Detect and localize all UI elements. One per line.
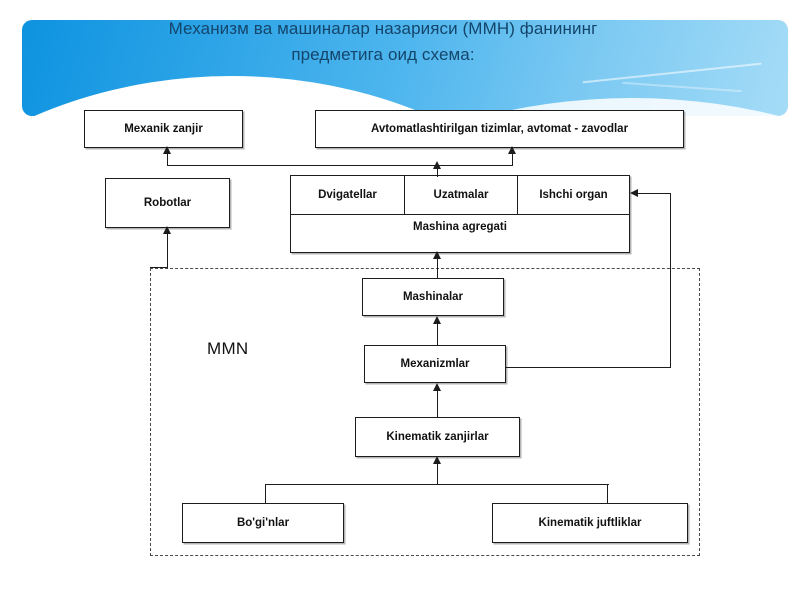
node-kinematik-zanjirlar-label: Kinematik zanjirlar: [386, 431, 489, 443]
node-robotlar-label: Robotlar: [143, 197, 192, 209]
node-mexanik-zanjir-label: Mexanik zanjir: [124, 123, 203, 135]
connector-bus-to-kinematik-zanjirlar: [436, 462, 438, 485]
connector-feedback-upper: [638, 193, 671, 195]
connector-top-bus: [167, 165, 513, 167]
arrow-up-icon-grid-to-bus: [432, 161, 441, 169]
connector-robotlar-riser: [166, 232, 168, 268]
node-mexanik-zanjir[interactable]: Mexanik zanjir: [84, 110, 243, 148]
node-ishchi-organ-label: Ishchi organ: [539, 189, 608, 201]
node-avtomatlashtirilgan[interactable]: Avtomatlashtirilgan tizimlar, avtomat - …: [315, 110, 684, 148]
arrow-up-icon-mexanik-zanjir: [162, 146, 171, 154]
node-kinematik-juftliklar-label: Kinematik juftliklar: [538, 517, 642, 529]
node-bo-gi-nlar-label: Bo'gi'nlar: [236, 517, 290, 529]
mmn-scope-region: [150, 268, 700, 556]
arrow-up-icon-mashinalar-to-agregati: [432, 251, 441, 259]
node-kinematik-juftliklar[interactable]: Kinematik juftliklar: [492, 503, 688, 543]
node-kinematik-zanjirlar[interactable]: Kinematik zanjirlar: [355, 417, 520, 457]
node-mashina-agregati-label: Mashina agregati: [413, 221, 507, 233]
node-uzatmalar[interactable]: Uzatmalar: [405, 176, 518, 215]
node-dvigatellar-label: Dvigatellar: [318, 189, 377, 201]
connector-mexanizmlar-to-mashinalar: [436, 322, 438, 346]
arrow-up-icon-bus-to-kinematik-zanjirlar: [432, 456, 441, 464]
node-mexanizmlar-label: Mexanizmlar: [400, 358, 470, 370]
connector-robotlar-foot: [150, 267, 168, 269]
node-bo-gi-nlar[interactable]: Bo'gi'nlar: [182, 503, 344, 543]
arrow-left-icon-feedback-to-ishchi-organ: [630, 189, 638, 197]
banner-streak-secondary-icon: [622, 81, 742, 93]
connector-grid-to-bus: [436, 165, 438, 177]
header-banner: [22, 20, 788, 116]
connector-mashinalar-to-agregati: [436, 257, 438, 279]
connector-to-avtomatlashtirilgan: [511, 150, 513, 166]
node-robotlar[interactable]: Robotlar: [105, 178, 230, 228]
connector-bus-to-bo-gi-nlar: [265, 484, 267, 504]
node-mashinalar-label: Mashinalar: [402, 291, 464, 303]
connector-feedback-riser: [669, 194, 671, 368]
node-mashina-agregati[interactable]: Mashina agregati: [291, 215, 629, 252]
node-avtomatlashtirilgan-label: Avtomatlashtirilgan tizimlar, avtomat - …: [370, 123, 629, 135]
page-title: Механизм ва машиналар назарияси (ММН) фа…: [0, 16, 766, 68]
arrow-up-icon-zanjirlar-to-mexanizmlar: [432, 383, 441, 391]
node-mashinalar[interactable]: Mashinalar: [362, 278, 504, 316]
node-ishchi-organ[interactable]: Ishchi organ: [518, 176, 629, 215]
node-dvigatellar[interactable]: Dvigatellar: [291, 176, 405, 215]
connector-feedback-lower: [506, 367, 671, 369]
arrow-up-icon-avtomatlashtirilgan: [507, 146, 516, 154]
arrow-up-icon-mexanizmlar-to-mashinalar: [432, 316, 441, 324]
machine-unit-group: Dvigatellar Uzatmalar Ishchi organ Mashi…: [290, 175, 630, 253]
page-title-line-1: Механизм ва машиналар назарияси (ММН) фа…: [168, 19, 598, 38]
connector-bus-to-kinematik-juftliklar: [607, 484, 609, 504]
mmn-region-label: MMN: [207, 339, 249, 358]
node-mexanizmlar[interactable]: Mexanizmlar: [364, 345, 506, 383]
node-uzatmalar-label: Uzatmalar: [433, 189, 489, 201]
connector-to-mexanik-zanjir: [166, 150, 168, 166]
arrow-up-icon-robotlar: [162, 226, 171, 234]
connector-zanjirlar-to-mexanizmlar: [436, 389, 438, 417]
page-title-line-2: предметига оид схема:: [291, 45, 475, 64]
